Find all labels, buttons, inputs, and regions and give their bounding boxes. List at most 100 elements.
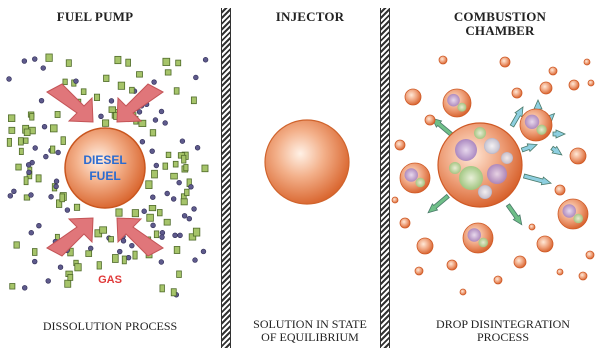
combustion-caption-line2: PROCESS [476,330,530,344]
gas-particle-square [64,279,72,288]
fuel-droplet [585,250,595,260]
gas-particle-circle [43,153,49,160]
gas-particle-square [93,93,101,101]
gas-particle-circle [200,248,207,255]
gas-particle-square [59,193,65,203]
gas-particle-square [96,261,102,270]
gas-particle-square [176,270,182,278]
gas-particle-circle [181,213,188,219]
gas-particle-circle [170,196,177,202]
gas-particle-circle [28,192,34,198]
disintegration-arrows [427,99,566,226]
gas-particle-circle [164,190,170,197]
gas-particle-square [15,163,22,171]
fuel-pump-title: FUEL PUMP [56,9,134,24]
pressure-arrows [46,83,164,257]
injector-caption-line1: SOLUTION IN STATE [253,317,367,331]
gas-particle-square [192,227,201,237]
gas-particle-circle [162,120,168,126]
gas-particle-circle [120,238,127,244]
fuel-pump-caption: DISSOLUTION PROCESS [42,319,178,333]
gas-particle-square [23,194,31,201]
disintegration-arrow [533,99,543,111]
gas-particle-circle [152,117,159,123]
gas-particle-square [132,250,138,260]
combustion-chamber-title: COMBUSTION CHAMBER [420,10,580,38]
pressure-arrow-bottom-left [46,217,94,257]
gas-particle-square [157,209,163,217]
gas-particle-circle [129,242,135,249]
gas-particle-square [50,124,58,133]
gas-particle-square [181,154,187,164]
gas-particle-square [138,119,147,127]
gas-particle-circle [151,79,157,85]
fuel-droplet [416,237,434,255]
fuel-droplet [548,66,558,76]
gas-particle-square [102,119,110,127]
gas-particle-square [170,172,178,180]
gas-particle-circle [139,139,146,145]
gas-particle-square [201,164,209,173]
gas-particle-square [184,188,190,197]
gas-particle-square [146,213,154,222]
gas-particle-square [164,69,172,76]
gas-particle-square [180,198,188,206]
gas-particle-circle [153,162,160,169]
injector-solution-drop [264,119,350,205]
divider-left [221,8,231,348]
disintegration-arrow [552,129,566,139]
gas-particle-circle [57,264,64,270]
gas-particle-square [149,129,157,137]
gas-particle-square [65,59,72,67]
gas-particle-square [115,208,123,217]
gas-particle-square [8,114,16,122]
gas-particle-square [67,274,74,281]
gas-bubble [467,228,481,242]
disintegration-arrow [550,145,563,156]
fuel-droplet [539,81,553,95]
gas-particle-square [145,180,153,189]
injector-title: INJECTOR [275,9,345,24]
combustion-title-line1: COMBUSTION [453,9,547,24]
fuel-droplet [569,147,587,165]
fuel-droplet [424,114,436,126]
gas-particle-square [175,59,182,67]
disintegration-arrow [427,193,450,214]
gas-particle-circle [25,162,32,168]
gas-label: GAS [98,274,122,286]
gas-particle-square [99,226,108,234]
fuel-droplet [399,217,411,229]
gas-particle-square [13,241,20,249]
gas-particle-square [23,137,29,144]
fuel-droplet [499,56,511,68]
gas-particle-square [9,283,16,290]
gas-particle-circle [88,245,94,252]
gas-particle-circle [40,65,46,71]
gas-particle-circle [158,259,165,265]
gas-particle-square [183,164,189,172]
gas-particle-square [121,255,127,265]
gas-bubble [536,124,547,135]
gas-particle-circle [193,74,199,81]
gas-particle-circle [55,149,61,156]
gas-particle-circle [172,232,178,239]
gas-particle-square [85,250,93,257]
gas-particle-square [190,96,197,105]
gas-particle-square [45,53,53,62]
disintegration-arrow [509,106,524,128]
gas-particle-square [56,199,63,208]
gas-particle-circle [64,207,71,213]
fuel-droplet [536,235,554,253]
gas-particle-circle [125,254,132,261]
gas-particle-square [153,230,160,239]
gas-bubble [562,204,576,218]
gas-particle-square [54,111,61,118]
injector-caption-line2: OF EQUILIBRIUM [261,330,359,344]
gas-particle-square [136,71,143,78]
gas-particle-circle [108,98,115,104]
gas-particle-circle [159,234,165,240]
gas-particle-square [173,246,181,254]
gas-particle-square [151,169,158,179]
gas-particle-circle [32,145,38,151]
